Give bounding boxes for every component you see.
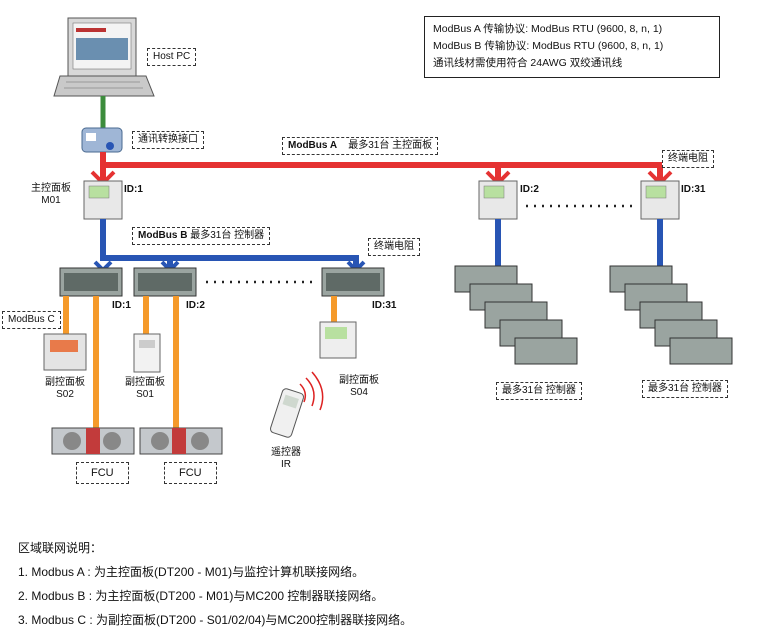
sub-panel-s04-name: 副控面板 <box>339 375 379 386</box>
fcu-2-label: FCU <box>164 462 217 484</box>
signal-arc-3 <box>311 371 324 411</box>
host-pc-icon <box>53 17 155 97</box>
main-panel-name: 主控面板 <box>31 183 71 194</box>
controller-id1-icon <box>59 267 123 297</box>
protocol-line-1: ModBus A 传输协议: ModBus RTU (9600, 8, n, 1… <box>433 23 663 35</box>
protocol-box: ModBus A 传输协议: ModBus RTU (9600, 8, n, 1… <box>424 16 720 78</box>
modbus-c-label: ModBus C <box>2 311 61 329</box>
notes-item-1: 1. Modbus A : 为主控面板(DT200 - M01)与监控计算机联接… <box>18 565 365 579</box>
fcu-2-icon <box>139 427 223 455</box>
notes-item-2: 2. Modbus B : 为主控面板(DT200 - M01)与MC200 控… <box>18 589 384 603</box>
controller-stack-1 <box>454 265 578 365</box>
fcu-1-icon <box>51 427 135 455</box>
main-panel-id-2: ID:2 <box>520 184 539 195</box>
protocol-line-2: ModBus B 传输协议: ModBus RTU (9600, 8, n, 1… <box>433 40 664 52</box>
main-panel-id2-icon <box>478 180 518 220</box>
main-panel-id-31: ID:31 <box>681 184 706 195</box>
sub-panel-s04-icon <box>319 321 357 359</box>
signal-arc-1 <box>299 383 307 403</box>
network-notes: 区域联网说明： 1. Modbus A : 为主控面板(DT200 - M01)… <box>18 540 748 636</box>
remote-name: 遥控器 <box>271 447 301 458</box>
modbus-b-label: ModBus B 最多31台 控制器 <box>132 227 271 245</box>
remote-label: 遥控器 IR <box>266 447 306 471</box>
remote-code: IR <box>281 459 291 470</box>
sub-panel-s02-label: 副控面板 S02 <box>42 377 88 401</box>
controller-stack-2 <box>609 265 733 365</box>
modbus-a-max: 最多31台 主控面板 <box>348 140 433 151</box>
main-panel-id31-icon <box>640 180 680 220</box>
notes-item-3: 3. Modbus C : 为副控面板(DT200 - S01/02/04)与M… <box>18 613 413 627</box>
modbus-b-max: 最多31台 控制器 <box>190 230 265 241</box>
controller-id31-icon <box>321 267 385 297</box>
main-panel-id-1: ID:1 <box>124 184 143 195</box>
sub-panel-s04-label: 副控面板 S04 <box>336 375 382 399</box>
sub-panel-s04-code: S04 <box>350 387 368 398</box>
notes-title: 区域联网说明： <box>18 541 103 555</box>
main-panel-label: 主控面板 M01 <box>26 183 76 207</box>
converter-icon <box>81 127 123 153</box>
terminal-resistor-b-label: 终端电阻 <box>368 238 420 256</box>
sub-panel-s02-icon <box>43 333 87 371</box>
network-diagram <box>43 17 733 455</box>
modbus-a-name: ModBus A <box>288 140 338 151</box>
controller-id-31: ID:31 <box>372 300 397 311</box>
max-controllers-label-2: 最多31台 控制器 <box>642 380 728 398</box>
modbus-a-line <box>100 152 663 183</box>
main-panel-icon <box>83 180 123 220</box>
protocol-line-3: 通讯线材需使用符合 24AWG 双绞通讯线 <box>433 57 623 69</box>
converter-label: 通讯转换接口 <box>132 131 204 149</box>
host-pc-label: Host PC <box>147 48 197 66</box>
sub-panel-s02-code: S02 <box>56 389 74 400</box>
sub-panel-s01-icon <box>133 333 161 373</box>
sub-panel-s01-label: 副控面板 S01 <box>122 377 168 401</box>
main-panel-code: M01 <box>41 195 61 206</box>
modbus-b-line <box>100 219 359 268</box>
sub-panel-s01-name: 副控面板 <box>125 377 165 388</box>
controller-id-2: ID:2 <box>186 300 205 311</box>
modbus-a-label: ModBus A 最多31台 主控面板 <box>282 137 439 155</box>
fcu-1-label: FCU <box>76 462 129 484</box>
signal-arc-2 <box>305 377 315 407</box>
terminal-resistor-a-label: 终端电阻 <box>662 150 714 168</box>
controller-id-1: ID:1 <box>112 300 131 311</box>
modbus-b-name: ModBus B <box>138 230 188 241</box>
max-controllers-label-1: 最多31台 控制器 <box>496 382 582 400</box>
controller-id2-icon <box>133 267 197 297</box>
sub-panel-s01-code: S01 <box>136 389 154 400</box>
remote-icon <box>269 388 305 438</box>
sub-panel-s02-name: 副控面板 <box>45 377 85 388</box>
